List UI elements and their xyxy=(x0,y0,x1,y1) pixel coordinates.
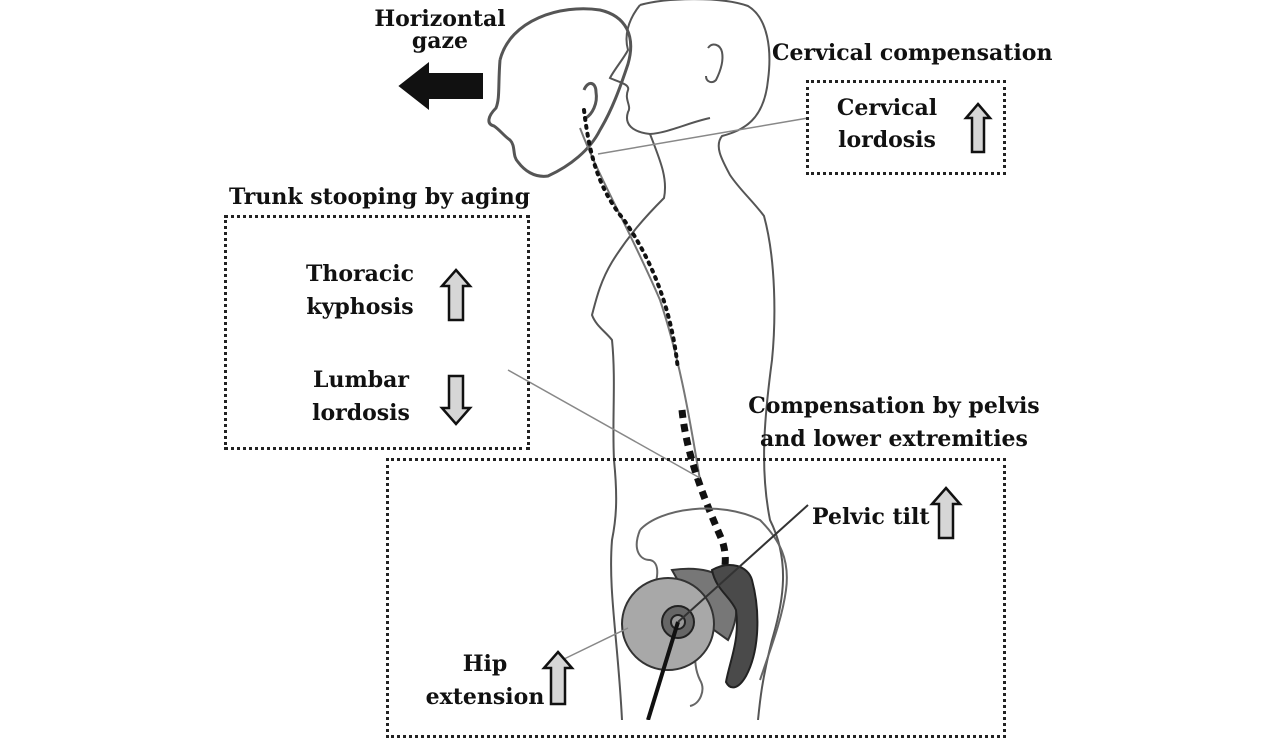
horizontal-gaze-label: Horizontal gaze xyxy=(374,6,506,54)
trunk-stooping-box xyxy=(224,215,530,450)
trunk-stooping-label: Trunk stooping by aging xyxy=(229,184,531,210)
hip-extension-up-arrow-icon xyxy=(541,650,575,706)
hip-pointer xyxy=(561,627,629,661)
cervical-lordosis-label: Cervical lordosis xyxy=(836,95,938,153)
thoracic-kyphosis-label: Thoracic kyphosis xyxy=(305,261,415,320)
pelvis-compensation-label: Compensation by pelvis and lower extremi… xyxy=(748,393,1040,452)
thoracic-kyphosis-up-arrow-icon xyxy=(439,268,473,322)
lumbar-lordosis-label: Lumbar lordosis xyxy=(312,367,410,426)
upright-body-outline xyxy=(590,0,784,720)
pelvic-tilt-up-arrow-icon xyxy=(929,486,963,540)
stooped-torso-line xyxy=(579,127,701,481)
pelvic-bone xyxy=(710,564,759,689)
pelvic-tilt-label: Pelvic tilt xyxy=(812,504,930,530)
cervical-compensation-label: Cervical compensation xyxy=(772,40,1053,66)
gaze-arrow-icon xyxy=(398,61,483,111)
femur-axis xyxy=(646,621,680,720)
lumbar-lordosis-down-arrow-icon xyxy=(439,374,473,426)
stooped-head-outline xyxy=(487,7,633,178)
hip-extension-label: Hip extension xyxy=(425,651,545,710)
spine-curve-upper xyxy=(582,108,680,372)
pelvic-tilt-axis xyxy=(677,504,809,623)
cervical-lordosis-up-arrow-icon xyxy=(963,102,993,154)
cervical-box xyxy=(806,80,1006,175)
posture-diagram xyxy=(398,0,993,720)
spine-curve-lower xyxy=(678,409,729,573)
cervical-pointer xyxy=(597,117,809,155)
